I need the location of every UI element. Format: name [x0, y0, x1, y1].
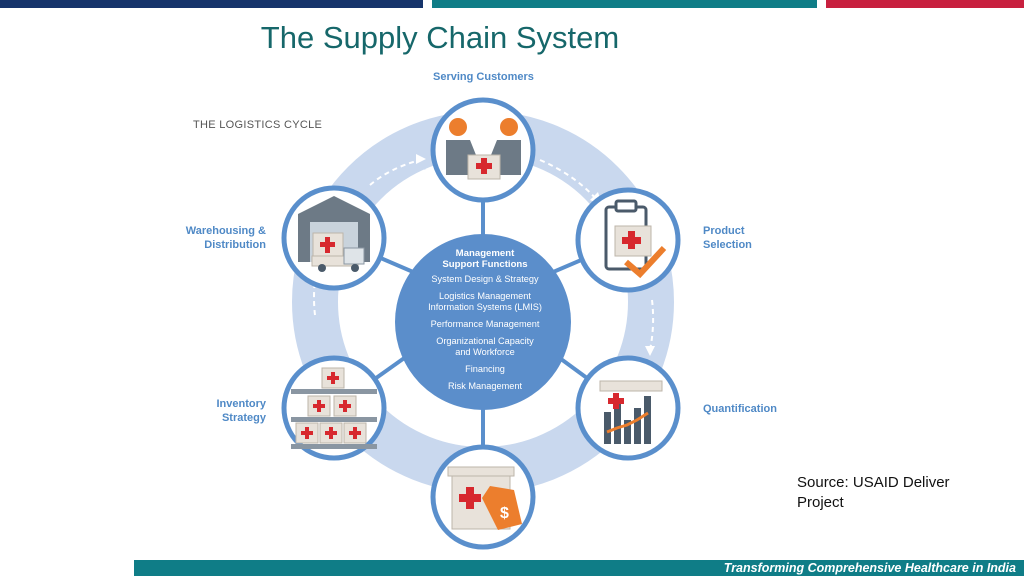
label-warehousing-line2: Distribution — [204, 239, 266, 251]
function-risk-text: Risk Management — [447, 381, 523, 391]
function-lmis-line1: Logistics Management — [439, 291, 531, 301]
handshake-box-icon — [446, 118, 521, 180]
top-bar-navy — [0, 0, 423, 8]
clipboard-check-icon — [604, 199, 667, 279]
shelves-boxes-icon — [291, 367, 377, 449]
diagram-heading: THE LOGISTICS CYCLE — [193, 119, 323, 131]
label-quantification: Quantification — [703, 403, 777, 415]
bar-chart-icon — [599, 380, 663, 444]
function-capacity-line2: and Workforce — [455, 347, 515, 357]
center-title: Management Support Functions — [400, 248, 570, 270]
management-support-functions: Management Support Functions System Desi… — [400, 248, 570, 398]
footer-tagline: Transforming Comprehensive Healthcare in… — [723, 561, 1016, 575]
label-product-selection-line1: Product — [703, 225, 745, 237]
function-financing-text: Financing — [465, 364, 505, 374]
source-line2: Project — [797, 494, 844, 511]
function-lmis-line2: Information Systems (LMIS) — [428, 302, 542, 312]
label-warehousing-distribution: Warehousing & Distribution — [176, 224, 266, 252]
page-title: The Supply Chain System — [260, 20, 620, 55]
function-financing: Financing — [400, 364, 570, 375]
function-performance-text: Performance Management — [430, 319, 540, 329]
label-inventory-line1: Inventory — [216, 398, 266, 410]
price-tag-box-icon: $ — [447, 466, 522, 530]
function-system-design-text: System Design & Strategy — [431, 274, 539, 284]
warehouse-truck-icon — [298, 196, 370, 272]
function-performance: Performance Management — [400, 319, 570, 330]
footer-bar: Transforming Comprehensive Healthcare in… — [0, 560, 1024, 576]
label-inventory-strategy: Inventory Strategy — [196, 397, 266, 425]
svg-text:$: $ — [500, 505, 509, 522]
label-inventory-line2: Strategy — [221, 412, 266, 424]
center-title-line2: Support Functions — [442, 259, 528, 270]
label-product-selection: Product Selection — [703, 224, 752, 252]
top-bar-red — [826, 0, 1024, 8]
footer-white-segment — [0, 560, 134, 576]
source-line1: Source: USAID Deliver — [797, 474, 950, 491]
function-system-design: System Design & Strategy — [400, 274, 570, 285]
function-capacity-line1: Organizational Capacity — [436, 336, 534, 346]
label-product-selection-line2: Selection — [703, 239, 752, 251]
function-capacity: Organizational Capacity and Workforce — [400, 336, 570, 358]
center-title-line1: Management — [455, 248, 515, 259]
source-citation: Source: USAID Deliver Project — [797, 473, 987, 513]
function-risk: Risk Management — [400, 381, 570, 392]
label-warehousing-line1: Warehousing & — [185, 225, 266, 237]
label-serving-customers: Serving Customers — [433, 71, 534, 83]
function-lmis: Logistics Management Information Systems… — [400, 291, 570, 313]
top-bar-teal — [432, 0, 817, 8]
center-circle — [395, 234, 571, 410]
